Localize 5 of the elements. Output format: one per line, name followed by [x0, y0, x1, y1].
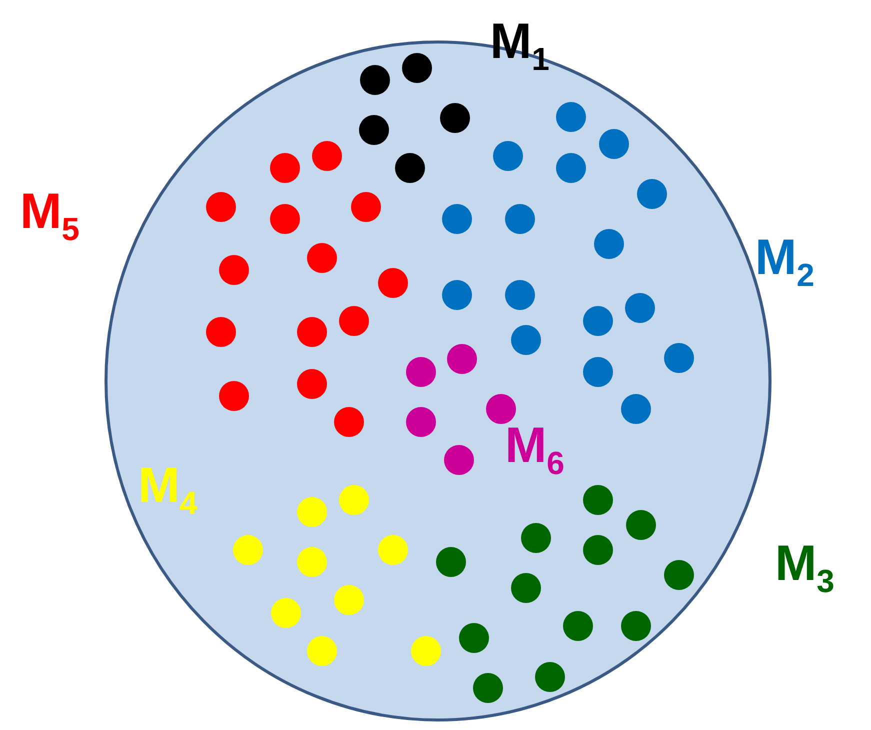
cluster-label: M$_{3}$ — [775, 538, 834, 597]
cluster-label: M$_{5}$ — [20, 186, 80, 245]
cluster-label: M$_{6}$ — [505, 420, 564, 479]
cluster-label: M$_{2}$ — [755, 232, 814, 291]
cluster-label: M$_{4}$ — [138, 460, 198, 519]
